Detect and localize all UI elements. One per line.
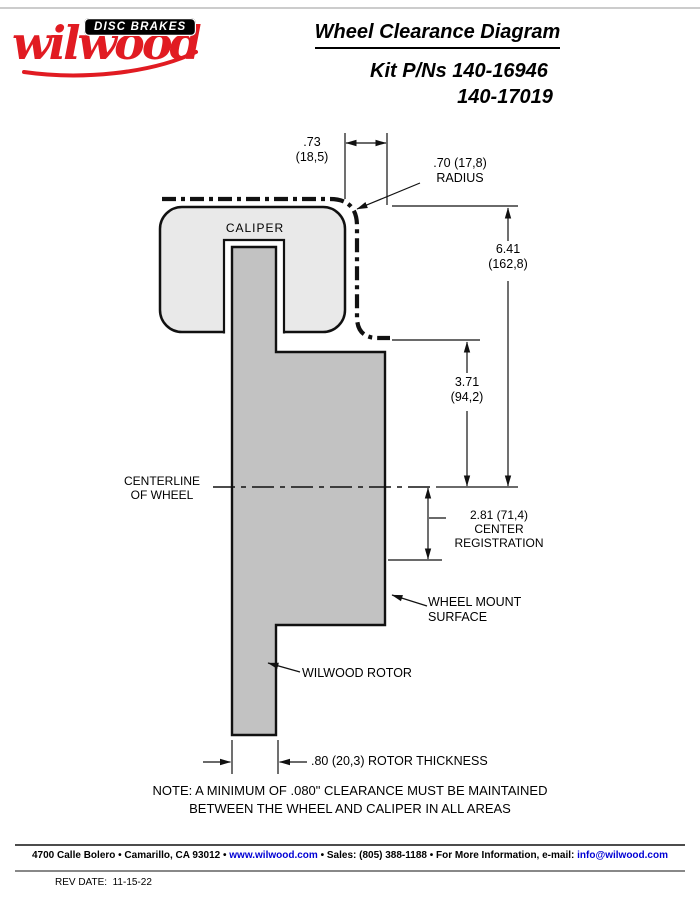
center-reg-value: 2.81 (71,4) [469, 508, 529, 522]
wheel-clearance-line [162, 196, 390, 341]
radius-label: .70 (17,8) RADIUS [417, 156, 503, 186]
dim-gap-inches: .73 [303, 135, 321, 149]
dim-gap-label: .73 (18,5) [283, 135, 341, 165]
kit-part-numbers-line1: Kit P/Ns 140-16946 [370, 60, 548, 82]
dim-gap-mm: (18,5) [295, 149, 329, 164]
radius-word: RADIUS [436, 170, 484, 185]
dim-total-label: 6.41 (162,8) [477, 242, 539, 272]
clearance-note-line1: NOTE: A MINIMUM OF .080" CLEARANCE MUST … [152, 783, 548, 798]
clearance-note-line2: BETWEEN THE WHEEL AND CALIPER IN ALL ARE… [189, 800, 511, 816]
footer-website-link[interactable]: www.wilwood.com [229, 850, 318, 861]
center-registration-label: 2.81 (71,4) CENTER REGISTRATION [441, 508, 557, 550]
rotor-label: WILWOOD ROTOR [302, 666, 412, 680]
centerline-label-line2: OF WHEEL [130, 488, 194, 503]
centerline-label: CENTERLINE OF WHEEL [112, 474, 212, 502]
caliper-label: CALIPER [225, 221, 285, 235]
wheel-mount-line2: SURFACE [428, 609, 488, 624]
dim-mid-inches: 3.71 [454, 375, 480, 389]
footer-address: 4700 Calle Bolero • Camarillo, CA 93012 … [32, 850, 230, 861]
clearance-note: NOTE: A MINIMUM OF .080" CLEARANCE MUST … [100, 782, 600, 817]
rotor-shape [230, 245, 387, 737]
radius-value: .70 (17,8) [433, 156, 487, 170]
footer-sales-info: • Sales: (805) 388-1188 • For More Infor… [317, 850, 578, 861]
footer-contact-line: 4700 Calle Bolero • Camarillo, CA 93012 … [0, 850, 700, 862]
rotor-leader [267, 662, 301, 673]
wheel-mount-leader [391, 594, 428, 607]
centerline-label-line1: CENTERLINE [123, 474, 200, 488]
radius-leader [356, 182, 421, 210]
kit-part-numbers-line2: 140-17019 [457, 86, 553, 108]
page-title: Wheel Clearance Diagram [280, 21, 595, 49]
dim-total-mm: (162,8) [488, 256, 528, 271]
rev-date: REV DATE: 11-15-22 [55, 877, 152, 888]
wheel-mount-label: WHEEL MOUNT SURFACE [428, 595, 558, 625]
dim-total-inches: 6.41 [495, 242, 521, 256]
disc-brakes-badge: DISC BRAKES [84, 18, 197, 36]
wheel-mount-line1: WHEEL MOUNT [428, 595, 522, 609]
center-reg-word1: CENTER [474, 522, 524, 537]
dim-mid-label: 3.71 (94,2) [436, 375, 498, 405]
footer-email-link[interactable]: info@wilwood.com [577, 850, 668, 861]
dim-mid-mm: (94,2) [450, 389, 484, 404]
rotor-thickness-label: .80 (20,3) ROTOR THICKNESS [311, 754, 488, 768]
wilwood-logo: wilwood DISC BRAKES [12, 14, 222, 82]
logo-swoosh [22, 50, 198, 78]
center-reg-word2: REGISTRATION [454, 536, 544, 551]
page-title-text: Wheel Clearance Diagram [314, 21, 561, 49]
